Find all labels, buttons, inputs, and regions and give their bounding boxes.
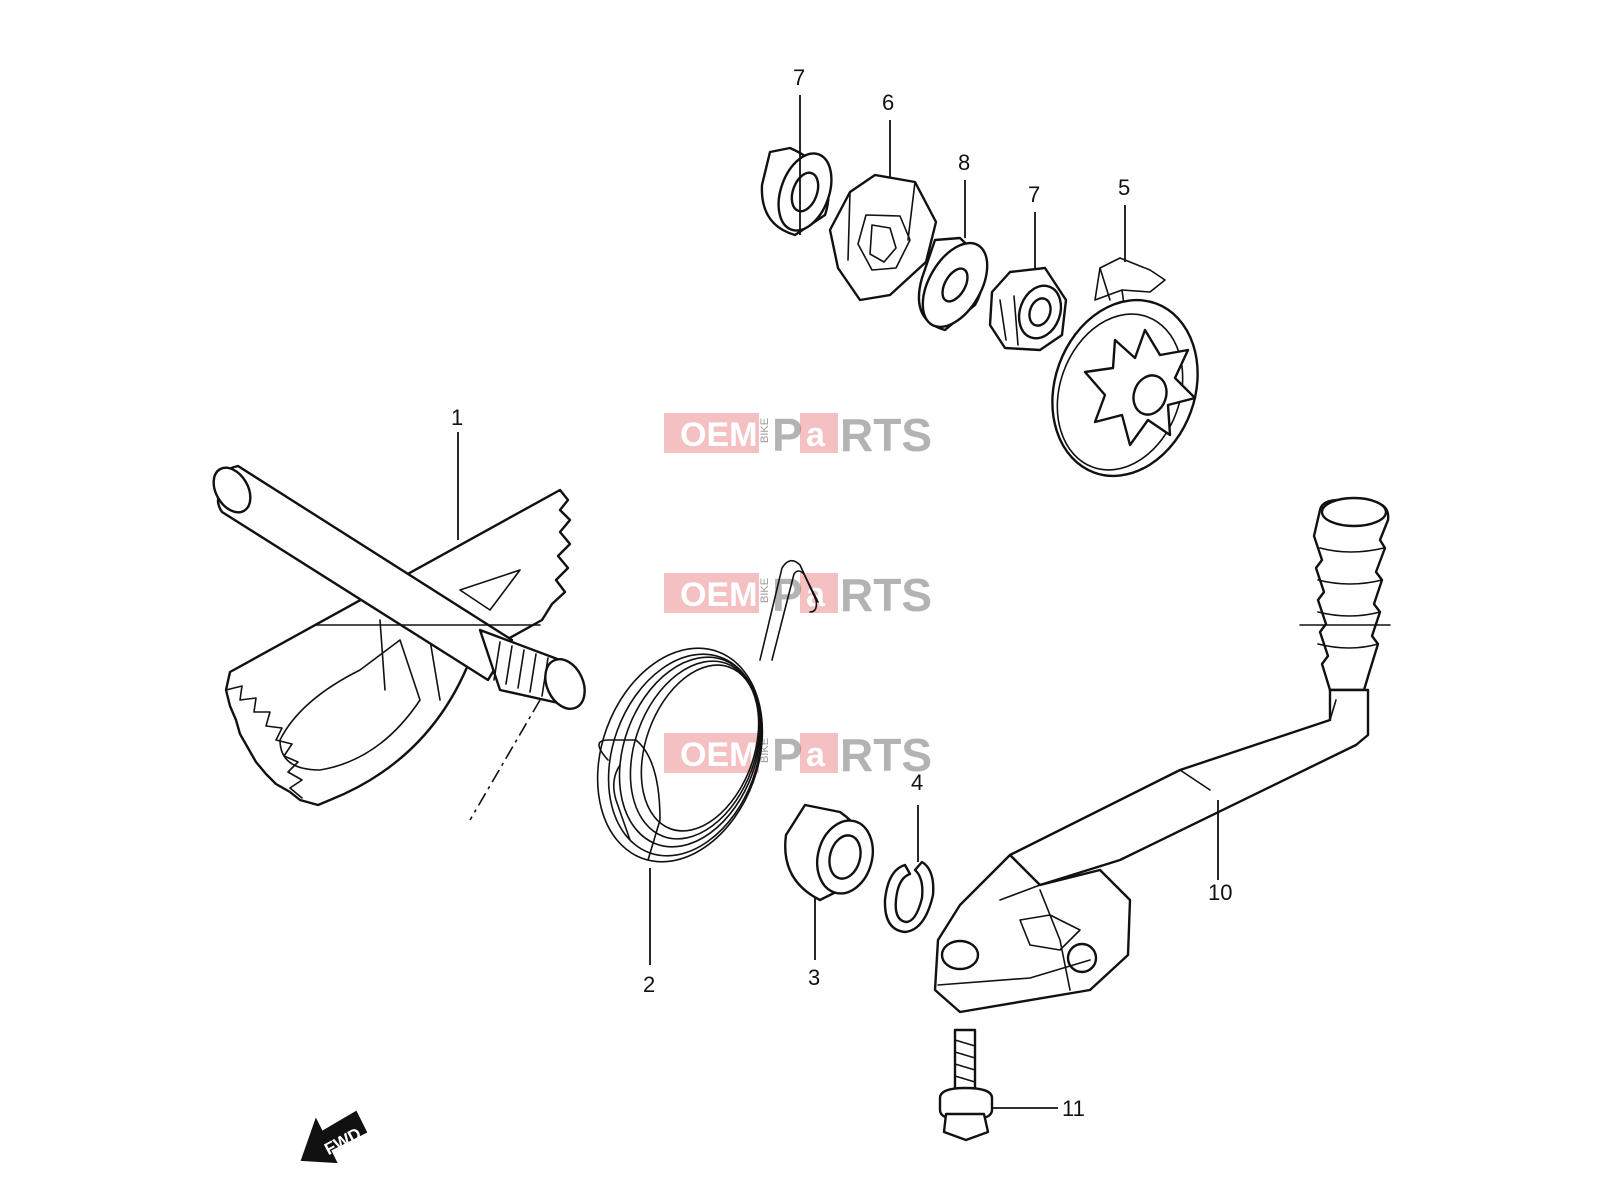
watermark-middle: OEM BIKE P a RTS [664, 569, 932, 621]
callout-11: 11 [1062, 1096, 1085, 1121]
callout-1: 1 [451, 405, 463, 430]
callout-9: 8 [958, 150, 970, 175]
callout-4: 4 [911, 770, 923, 795]
part-3-spacer: 3 [784, 803, 874, 990]
svg-text:RTS: RTS [840, 569, 932, 621]
part-9-washer: 8 [917, 150, 989, 332]
callout-2: 2 [643, 972, 655, 997]
part-6-kick-guide: 6 [828, 90, 938, 302]
callout-8: 7 [793, 65, 805, 90]
callout-3: 3 [808, 965, 820, 990]
part-8-washer: 7 [760, 65, 833, 237]
svg-text:P: P [772, 569, 803, 621]
svg-text:OEM: OEM [680, 576, 757, 614]
callout-7: 7 [1028, 182, 1040, 207]
callout-6: 6 [882, 90, 894, 115]
part-2-kick-starter-spring: 2 [596, 559, 819, 997]
svg-text:a: a [806, 416, 826, 454]
part-5-kick-idle-gear: 5 [1051, 175, 1199, 478]
callout-5: 5 [1118, 175, 1130, 200]
svg-text:OEM: OEM [680, 416, 757, 454]
svg-text:P: P [772, 409, 803, 461]
part-11-bolt: 11 [938, 1028, 1085, 1142]
part-7-nut: 7 [988, 182, 1068, 352]
svg-text:RTS: RTS [840, 409, 932, 461]
watermark-top: OEM BIKE P a RTS [664, 409, 932, 461]
part-4-circlip: 4 [883, 770, 935, 934]
svg-text:P: P [772, 729, 803, 781]
svg-text:BIKE: BIKE [759, 418, 771, 443]
watermark-bottom: OEM BIKE P a RTS [664, 729, 932, 781]
callout-10: 10 [1208, 880, 1232, 905]
svg-text:a: a [806, 736, 826, 774]
part-10-kick-starter-lever: 10 [933, 496, 1391, 1014]
svg-text:a: a [806, 576, 826, 614]
part-1-kick-starter-shaft: 1 [212, 405, 586, 821]
svg-text:BIKE: BIKE [759, 578, 771, 603]
fwd-arrow-icon: FWD [300, 1110, 368, 1164]
svg-text:RTS: RTS [840, 729, 932, 781]
svg-text:OEM: OEM [680, 736, 757, 774]
